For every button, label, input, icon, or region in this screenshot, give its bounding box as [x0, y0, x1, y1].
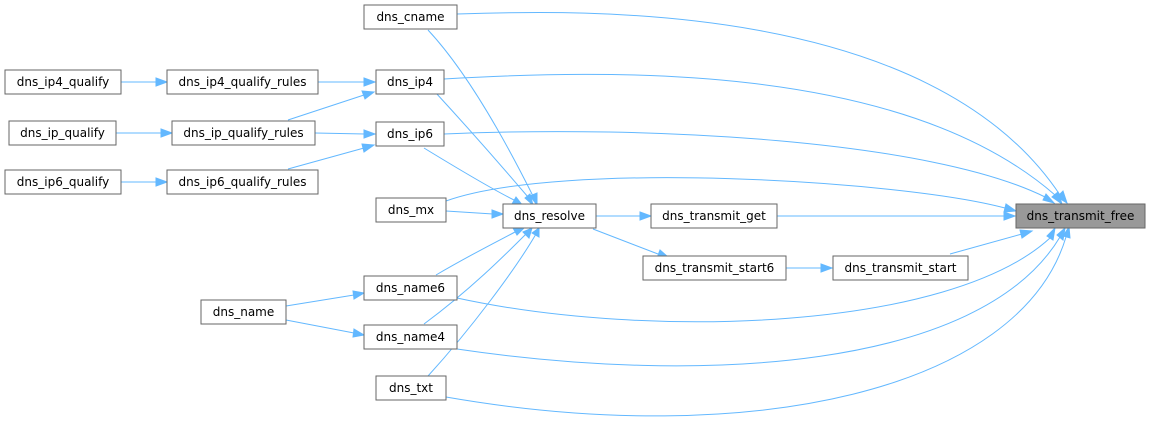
edge-dns-resolve-to-dns-transmit-start6 — [592, 228, 670, 259]
edge-dns-ip6-qualify-rules-to-dns-ip6 — [287, 143, 376, 170]
node-label: dns_ip6 — [387, 127, 433, 141]
edge-dns-txt-to-dns-resolve — [427, 227, 540, 377]
edge-dns-name-to-dns-name4 — [285, 319, 366, 338]
edge-dns-cname-to-dns-transmit-free — [456, 12, 1068, 205]
node-dns-ip4-qualify-rules[interactable]: dns_ip4_qualify_rules — [166, 69, 319, 95]
node-label: dns_resolve — [514, 209, 585, 223]
edge-dns-transmit-start-to-dns-transmit-free — [949, 229, 1034, 255]
edge-dns-ip6-qualify-to-dns-ip6-qualify-rules — [121, 177, 169, 187]
node-label: dns_name — [213, 305, 275, 319]
node-label: dns_ip6_qualify_rules — [179, 175, 307, 189]
node-label: dns_name4 — [376, 330, 445, 344]
node-label: dns_ip4 — [387, 75, 433, 89]
edge-dns-name4-to-dns-resolve — [423, 227, 533, 325]
edge-dns-txt-to-dns-transmit-free — [445, 225, 1071, 417]
node-dns-transmit-start[interactable]: dns_transmit_start — [832, 255, 969, 281]
edge-dns-ip6-to-dns-transmit-free — [443, 131, 1056, 204]
edge-dns-ip4-qualify-to-dns-ip4-qualify-rules — [121, 77, 169, 87]
edge-dns-transmit-start6-to-dns-transmit-start — [786, 263, 834, 273]
edge-dns-ip-qualify-to-dns-ip-qualify-rules — [116, 128, 174, 138]
edge-dns-name4-to-dns-transmit-free — [456, 226, 1066, 367]
edge-dns-ip6-to-dns-resolve — [423, 147, 525, 207]
node-dns-cname[interactable]: dns_cname — [363, 4, 458, 30]
edge-dns-cname-to-dns-resolve — [427, 29, 538, 207]
node-dns-transmit-free[interactable]: dns_transmit_free — [1015, 203, 1146, 229]
node-label: dns_ip4_qualify — [17, 75, 109, 89]
edge-dns-ip4-qualify-rules-to-dns-ip4 — [318, 77, 377, 87]
node-label: dns_transmit_get — [662, 209, 766, 223]
node-dns-name[interactable]: dns_name — [200, 299, 287, 325]
node-dns-ip-qualify-rules[interactable]: dns_ip_qualify_rules — [171, 120, 316, 146]
node-label: dns_txt — [389, 381, 433, 395]
node-label: dns_name6 — [376, 281, 445, 295]
node-dns-mx[interactable]: dns_mx — [375, 197, 447, 223]
node-dns-ip6-qualify-rules[interactable]: dns_ip6_qualify_rules — [166, 169, 319, 195]
node-dns-ip4-qualify[interactable]: dns_ip4_qualify — [4, 69, 122, 95]
node-dns-transmit-get[interactable]: dns_transmit_get — [650, 203, 778, 229]
edge-dns-name6-to-dns-transmit-free — [456, 226, 1056, 323]
node-label: dns_mx — [388, 203, 434, 217]
edge-dns-name-to-dns-name6 — [285, 290, 366, 307]
edge-dns-mx-to-dns-resolve — [445, 209, 505, 219]
node-dns-transmit-start6[interactable]: dns_transmit_start6 — [642, 255, 787, 281]
edge-dns-resolve-to-dns-transmit-get — [596, 211, 653, 221]
edge-dns-ip4-to-dns-transmit-free — [443, 73, 1063, 206]
node-label: dns_ip6_qualify — [17, 175, 109, 189]
node-label: dns_transmit_start6 — [655, 261, 775, 275]
node-label: dns_transmit_start — [844, 261, 956, 275]
node-dns-ip4[interactable]: dns_ip4 — [375, 69, 445, 95]
node-label: dns_ip4_qualify_rules — [179, 75, 307, 89]
edge-dns-ip-qualify-rules-to-dns-ip4 — [287, 90, 376, 121]
node-label: dns_ip_qualify — [20, 126, 105, 140]
edge-dns-name6-to-dns-resolve — [435, 227, 526, 276]
edge-dns-ip-qualify-rules-to-dns-ip6 — [314, 129, 377, 139]
node-dns-name4[interactable]: dns_name4 — [363, 324, 458, 350]
node-dns-resolve[interactable]: dns_resolve — [502, 203, 597, 229]
node-label: dns_cname — [376, 10, 444, 24]
node-dns-name6[interactable]: dns_name6 — [363, 275, 458, 301]
node-dns-ip-qualify[interactable]: dns_ip_qualify — [8, 120, 117, 146]
node-dns-txt[interactable]: dns_txt — [375, 375, 447, 401]
edge-dns-transmit-get-to-dns-transmit-free — [777, 211, 1017, 221]
node-label: dns_transmit_free — [1027, 209, 1135, 223]
node-dns-ip6[interactable]: dns_ip6 — [375, 121, 445, 147]
node-dns-ip6-qualify[interactable]: dns_ip6_qualify — [4, 169, 122, 195]
edge-dns-ip4-to-dns-resolve — [435, 92, 534, 207]
node-label: dns_ip_qualify_rules — [183, 126, 303, 140]
edge-dns-mx-to-dns-transmit-free — [445, 177, 1018, 213]
